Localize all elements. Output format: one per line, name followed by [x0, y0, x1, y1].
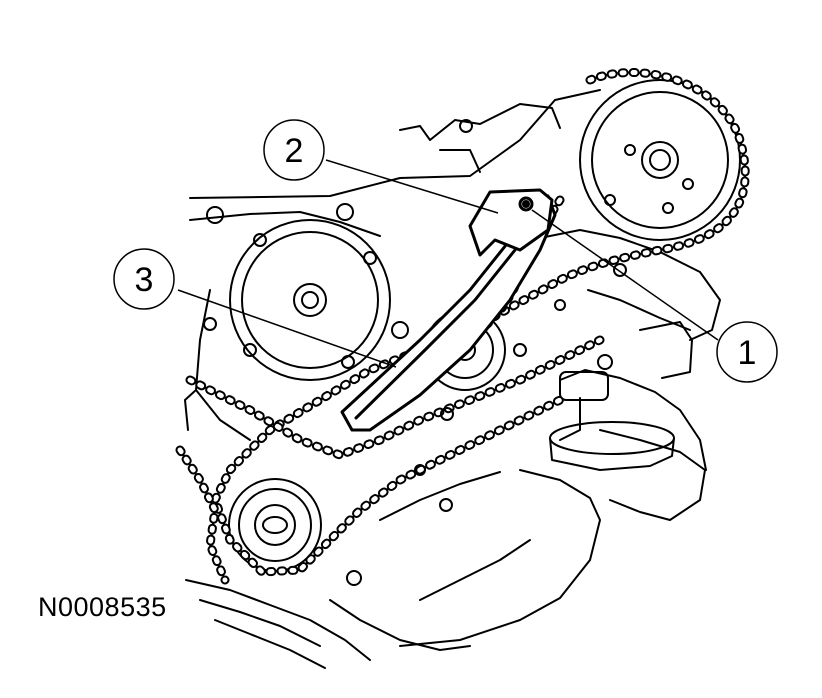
- tensioner-housing: [468, 188, 554, 257]
- callout-leaders: [177, 159, 719, 368]
- callout-2: 2: [263, 119, 325, 181]
- callout-number: 2: [285, 132, 304, 170]
- water-pump-pulley: [203, 203, 409, 381]
- callout-circle: [263, 119, 325, 181]
- bolt-heads: [346, 119, 627, 586]
- leader-line-2: [325, 159, 499, 214]
- callout-1: 1: [716, 321, 778, 383]
- callout-circle: [716, 321, 778, 383]
- callout-number: 3: [135, 261, 154, 299]
- engine-front-cover: [184, 89, 721, 669]
- leader-line-3: [177, 289, 397, 368]
- callout-3: 3: [113, 248, 175, 310]
- callout-circle: [113, 248, 175, 310]
- oil-filter-adapter: [549, 321, 693, 471]
- leader-line-1: [531, 209, 719, 341]
- figure-id-label: N0008535: [38, 592, 167, 622]
- callout-number: 1: [738, 334, 757, 372]
